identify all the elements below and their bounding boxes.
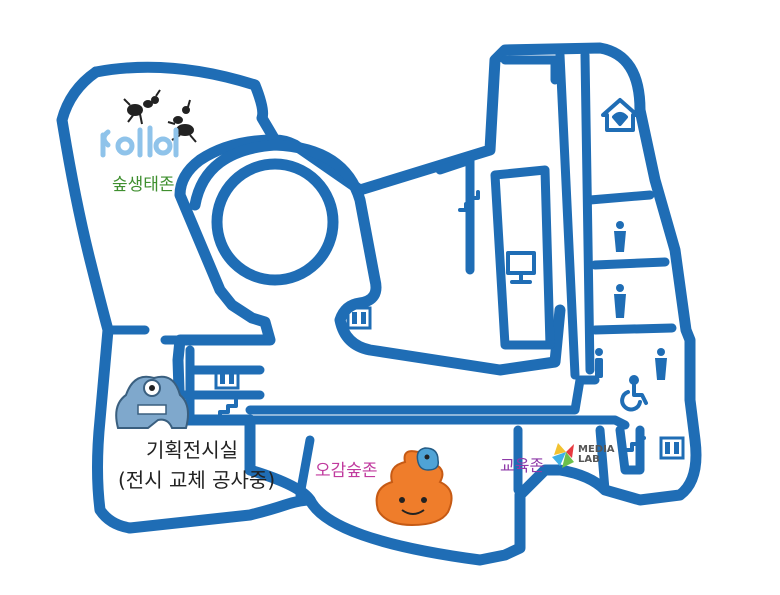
elevator-icon — [346, 306, 372, 330]
special-exhibition-title: 기획전시실 — [146, 438, 238, 462]
media-lab-line1: MEDIA — [578, 444, 615, 455]
poop-mascot-icon — [375, 450, 453, 527]
outer-wall — [90, 42, 702, 566]
forest-title-art — [100, 125, 179, 158]
senses-zone-label: 오감숲존 — [315, 461, 378, 481]
monitor-icon — [506, 251, 536, 284]
media-lab-logo-icon — [552, 443, 574, 468]
special-exhibition-note: (전시 교체 공사중) — [118, 468, 276, 492]
south-partition-4 — [595, 425, 610, 495]
corridor-wall-mid — [245, 375, 600, 415]
south-partition-1 — [295, 435, 315, 500]
atrium-inner — [211, 158, 339, 286]
east-column-1 — [555, 50, 580, 380]
east-column-2 — [580, 50, 595, 375]
education-zone-label: 교육존 — [500, 456, 545, 475]
media-lab-label: MEDIA LAB — [578, 445, 618, 465]
media-lab-line2: LAB — [578, 454, 600, 465]
restroom-people-icon — [595, 348, 667, 380]
home-icon — [601, 98, 639, 132]
outer-wall-west — [56, 66, 316, 534]
stair-room-mid — [435, 155, 475, 275]
special-exhibition-label: 기획전시실 — [146, 436, 238, 464]
wheelchair-icon — [620, 375, 648, 412]
stairs-icon-east — [624, 436, 646, 452]
stair-room — [185, 345, 265, 425]
monster-mascot-icon — [115, 375, 189, 429]
atrium-outer — [189, 139, 566, 376]
ant-icon — [123, 89, 197, 143]
south-partition-3 — [615, 425, 645, 475]
east-room-dividers — [585, 190, 677, 335]
elevator-icon-east — [659, 436, 685, 460]
forest-ecology-label: 숲생태존 — [112, 175, 175, 195]
restroom-icon — [614, 221, 626, 318]
corridor-stub — [500, 55, 560, 85]
blue-mascot-icon — [416, 447, 440, 471]
corridor-wall-lower — [245, 415, 630, 430]
elevator-icon-west — [214, 366, 240, 390]
stairs-icon — [210, 398, 238, 420]
stairs-icon-mid — [458, 190, 480, 212]
mid-room — [490, 165, 555, 350]
